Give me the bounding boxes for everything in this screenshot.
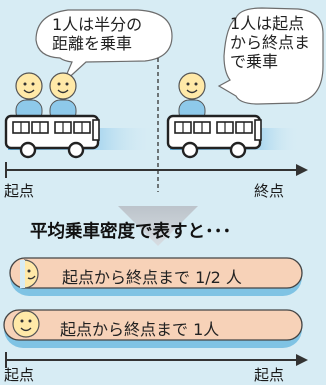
bar-full-passenger (3, 309, 303, 348)
right-bubble-line-3: で乗車 (230, 52, 279, 71)
top-start-label: 起点 (4, 182, 35, 200)
bar-half-text: 起点から終点まで 1/2 人 (62, 268, 242, 287)
left-bubble-line-1: 1人は半分の (52, 15, 143, 34)
passenger-right (178, 72, 206, 123)
top-end-label: 終点 (254, 182, 285, 200)
left-bubble-text: 1人は半分の 距離を乗車 (52, 15, 142, 53)
bus-left-icon (4, 114, 100, 159)
down-arrow-triangle (118, 206, 198, 246)
right-bubble-line-2: から終点ま (230, 33, 311, 52)
bar-half-passenger (9, 257, 303, 296)
bus-right-icon (166, 114, 262, 159)
left-speech-bubble (35, 9, 173, 84)
right-bubble-line-1: 1人は起点 (230, 14, 305, 33)
summary-heading: 平均乗車密度で表すと･･･ (30, 222, 232, 242)
top-route-axis (5, 162, 308, 178)
bottom-start-label-left: 起点 (4, 366, 35, 384)
bottom-start-label-right: 起点 (254, 366, 285, 384)
right-speech-bubble (217, 7, 324, 105)
left-bubble-line-2: 距離を乗車 (52, 34, 133, 53)
bar-full-text: 起点から終点まで 1人 (60, 320, 220, 339)
bottom-route-axis (5, 352, 308, 368)
right-bubble-text: 1人は起点 から終点ま で乗車 (230, 14, 310, 71)
full-face-icon (12, 310, 40, 338)
passenger-left-2 (49, 72, 77, 123)
half-face-icon (20, 259, 39, 289)
passenger-left-1 (15, 72, 43, 123)
